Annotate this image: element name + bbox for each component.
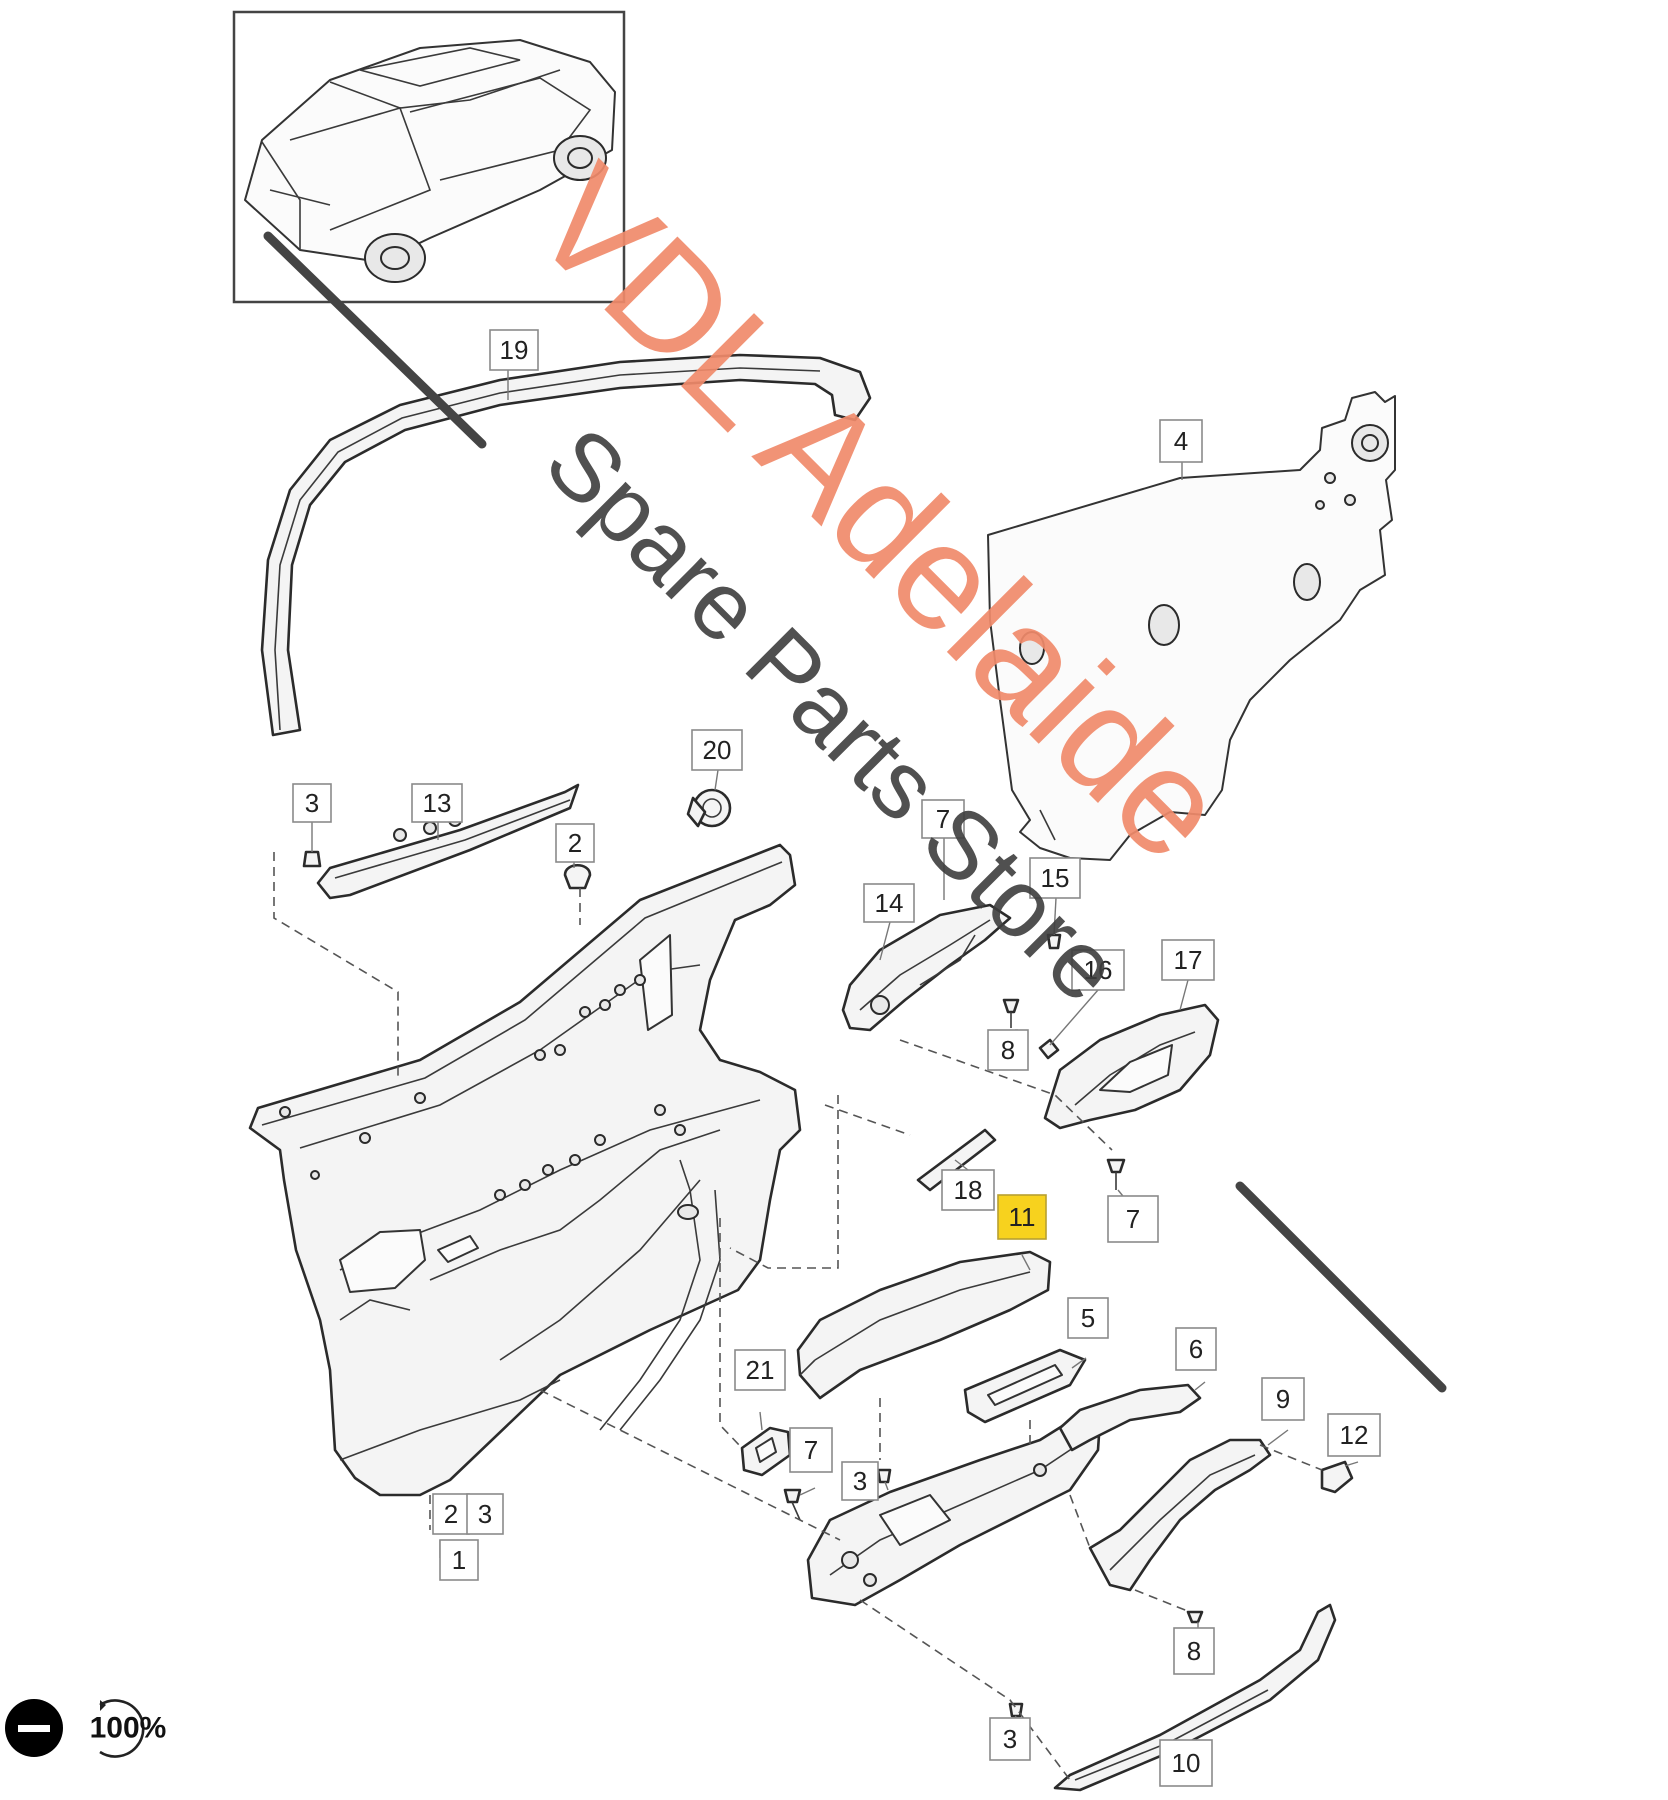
part-15-clip — [1046, 933, 1062, 950]
svg-text:2: 2 — [444, 1499, 458, 1529]
callout-2-top[interactable]: 2 — [555, 823, 595, 863]
vehicle-thumbnail — [232, 10, 626, 304]
callout-18[interactable]: 18 — [941, 1169, 995, 1211]
vehicle-sketch — [244, 39, 616, 283]
svg-text:21: 21 — [746, 1355, 775, 1385]
svg-text:3: 3 — [1003, 1724, 1017, 1754]
svg-text:11: 11 — [1009, 1202, 1036, 1232]
callout-3-bottom[interactable]: 3 — [989, 1717, 1031, 1761]
svg-text:17: 17 — [1174, 945, 1203, 975]
part-18-clip — [916, 1128, 997, 1192]
svg-text:2: 2 — [568, 828, 582, 858]
svg-text:4: 4 — [1174, 426, 1188, 456]
callout-11-highlighted[interactable]: 11 — [997, 1194, 1047, 1240]
svg-text:20: 20 — [703, 735, 732, 765]
clip-2-top — [563, 863, 592, 890]
part-4-door-membrane — [987, 391, 1396, 861]
callout-20[interactable]: 20 — [691, 729, 743, 771]
callout-3-bottom-left[interactable]: 3 — [466, 1493, 504, 1535]
watermark-stroke-bottom — [1235, 1181, 1447, 1393]
callout-3-top[interactable]: 3 — [292, 783, 332, 823]
callout-8-upper[interactable]: 8 — [987, 1029, 1029, 1071]
assembly-lines — [273, 852, 1323, 1781]
part-19-window-trim — [260, 353, 872, 737]
door-trim-panel — [248, 843, 802, 1497]
svg-text:15: 15 — [1041, 863, 1070, 893]
fastener-3-top — [302, 850, 322, 868]
callout-19[interactable]: 19 — [489, 329, 539, 371]
svg-text:3: 3 — [853, 1466, 867, 1496]
part-21-insert — [740, 1426, 792, 1477]
part-9-grab-handle — [1088, 1438, 1272, 1592]
callout-13[interactable]: 13 — [411, 783, 463, 823]
svg-text:9: 9 — [1276, 1384, 1290, 1414]
screw-8-lower — [1186, 1610, 1204, 1624]
svg-text:3: 3 — [305, 788, 319, 818]
callout-7-right[interactable]: 7 — [1107, 1195, 1159, 1243]
callout-labels: 19 4 20 3 13 2 7 14 — [292, 329, 1381, 1787]
armrest-carrier — [806, 1413, 1102, 1607]
svg-text:16: 16 — [1084, 955, 1113, 985]
svg-text:19: 19 — [500, 335, 529, 365]
svg-text:7: 7 — [936, 804, 950, 834]
callout-6[interactable]: 6 — [1175, 1327, 1217, 1371]
callout-5[interactable]: 5 — [1067, 1297, 1109, 1339]
callout-1[interactable]: 1 — [439, 1539, 479, 1581]
svg-text:7: 7 — [1126, 1204, 1140, 1234]
svg-text:13: 13 — [423, 788, 452, 818]
viewer-controls: 100% — [5, 1699, 167, 1758]
svg-text:10: 10 — [1172, 1748, 1201, 1778]
part-11-armrest — [796, 1250, 1052, 1400]
svg-text:1: 1 — [452, 1545, 466, 1575]
minus-circle-icon[interactable] — [5, 1699, 63, 1757]
callout-10[interactable]: 10 — [1159, 1739, 1213, 1787]
callout-14[interactable]: 14 — [863, 883, 915, 923]
svg-text:6: 6 — [1189, 1334, 1203, 1364]
svg-text:8: 8 — [1001, 1035, 1015, 1065]
part-5-switch-bezel — [963, 1348, 1087, 1424]
watermark-stroke-top — [263, 231, 487, 449]
part-17-handle-cover — [1043, 1003, 1220, 1130]
svg-text:3: 3 — [478, 1499, 492, 1529]
part-14-handle-bracket — [841, 903, 1012, 1032]
callout-3-mid[interactable]: 3 — [841, 1461, 879, 1501]
svg-text:14: 14 — [875, 888, 904, 918]
svg-text:12: 12 — [1340, 1420, 1369, 1450]
zoom-level: 100% — [90, 1712, 167, 1745]
svg-text:5: 5 — [1081, 1303, 1095, 1333]
part-20-clip — [686, 788, 732, 828]
fastener-3-mid — [876, 1468, 892, 1484]
callout-4[interactable]: 4 — [1159, 419, 1203, 463]
callout-16[interactable]: 16 — [1071, 949, 1125, 991]
svg-text:7: 7 — [804, 1435, 818, 1465]
part-6-grab-handle-upper — [1058, 1383, 1202, 1452]
refresh-icon — [99, 1699, 145, 1758]
svg-text:18: 18 — [954, 1175, 983, 1205]
callout-21[interactable]: 21 — [734, 1349, 786, 1391]
callout-15[interactable]: 15 — [1029, 857, 1081, 899]
callout-2-bottom[interactable]: 2 — [432, 1493, 470, 1535]
part-16-clip — [1038, 1038, 1060, 1060]
screw-8-upper — [1002, 998, 1020, 1028]
callout-7-upper[interactable]: 7 — [921, 799, 965, 839]
screw-7-lower — [783, 1488, 802, 1521]
screw-7-right — [1106, 1158, 1126, 1190]
part-12-end-cap — [1320, 1460, 1354, 1494]
svg-text:8: 8 — [1187, 1636, 1201, 1666]
zoom-reset-button[interactable]: 100% — [90, 1699, 167, 1758]
callout-9[interactable]: 9 — [1261, 1377, 1305, 1421]
callout-17[interactable]: 17 — [1161, 939, 1215, 981]
callout-8-lower[interactable]: 8 — [1173, 1627, 1215, 1675]
callout-7-lower[interactable]: 7 — [789, 1427, 833, 1473]
part-13-upper-trim — [316, 783, 580, 900]
callout-12[interactable]: 12 — [1327, 1413, 1381, 1457]
